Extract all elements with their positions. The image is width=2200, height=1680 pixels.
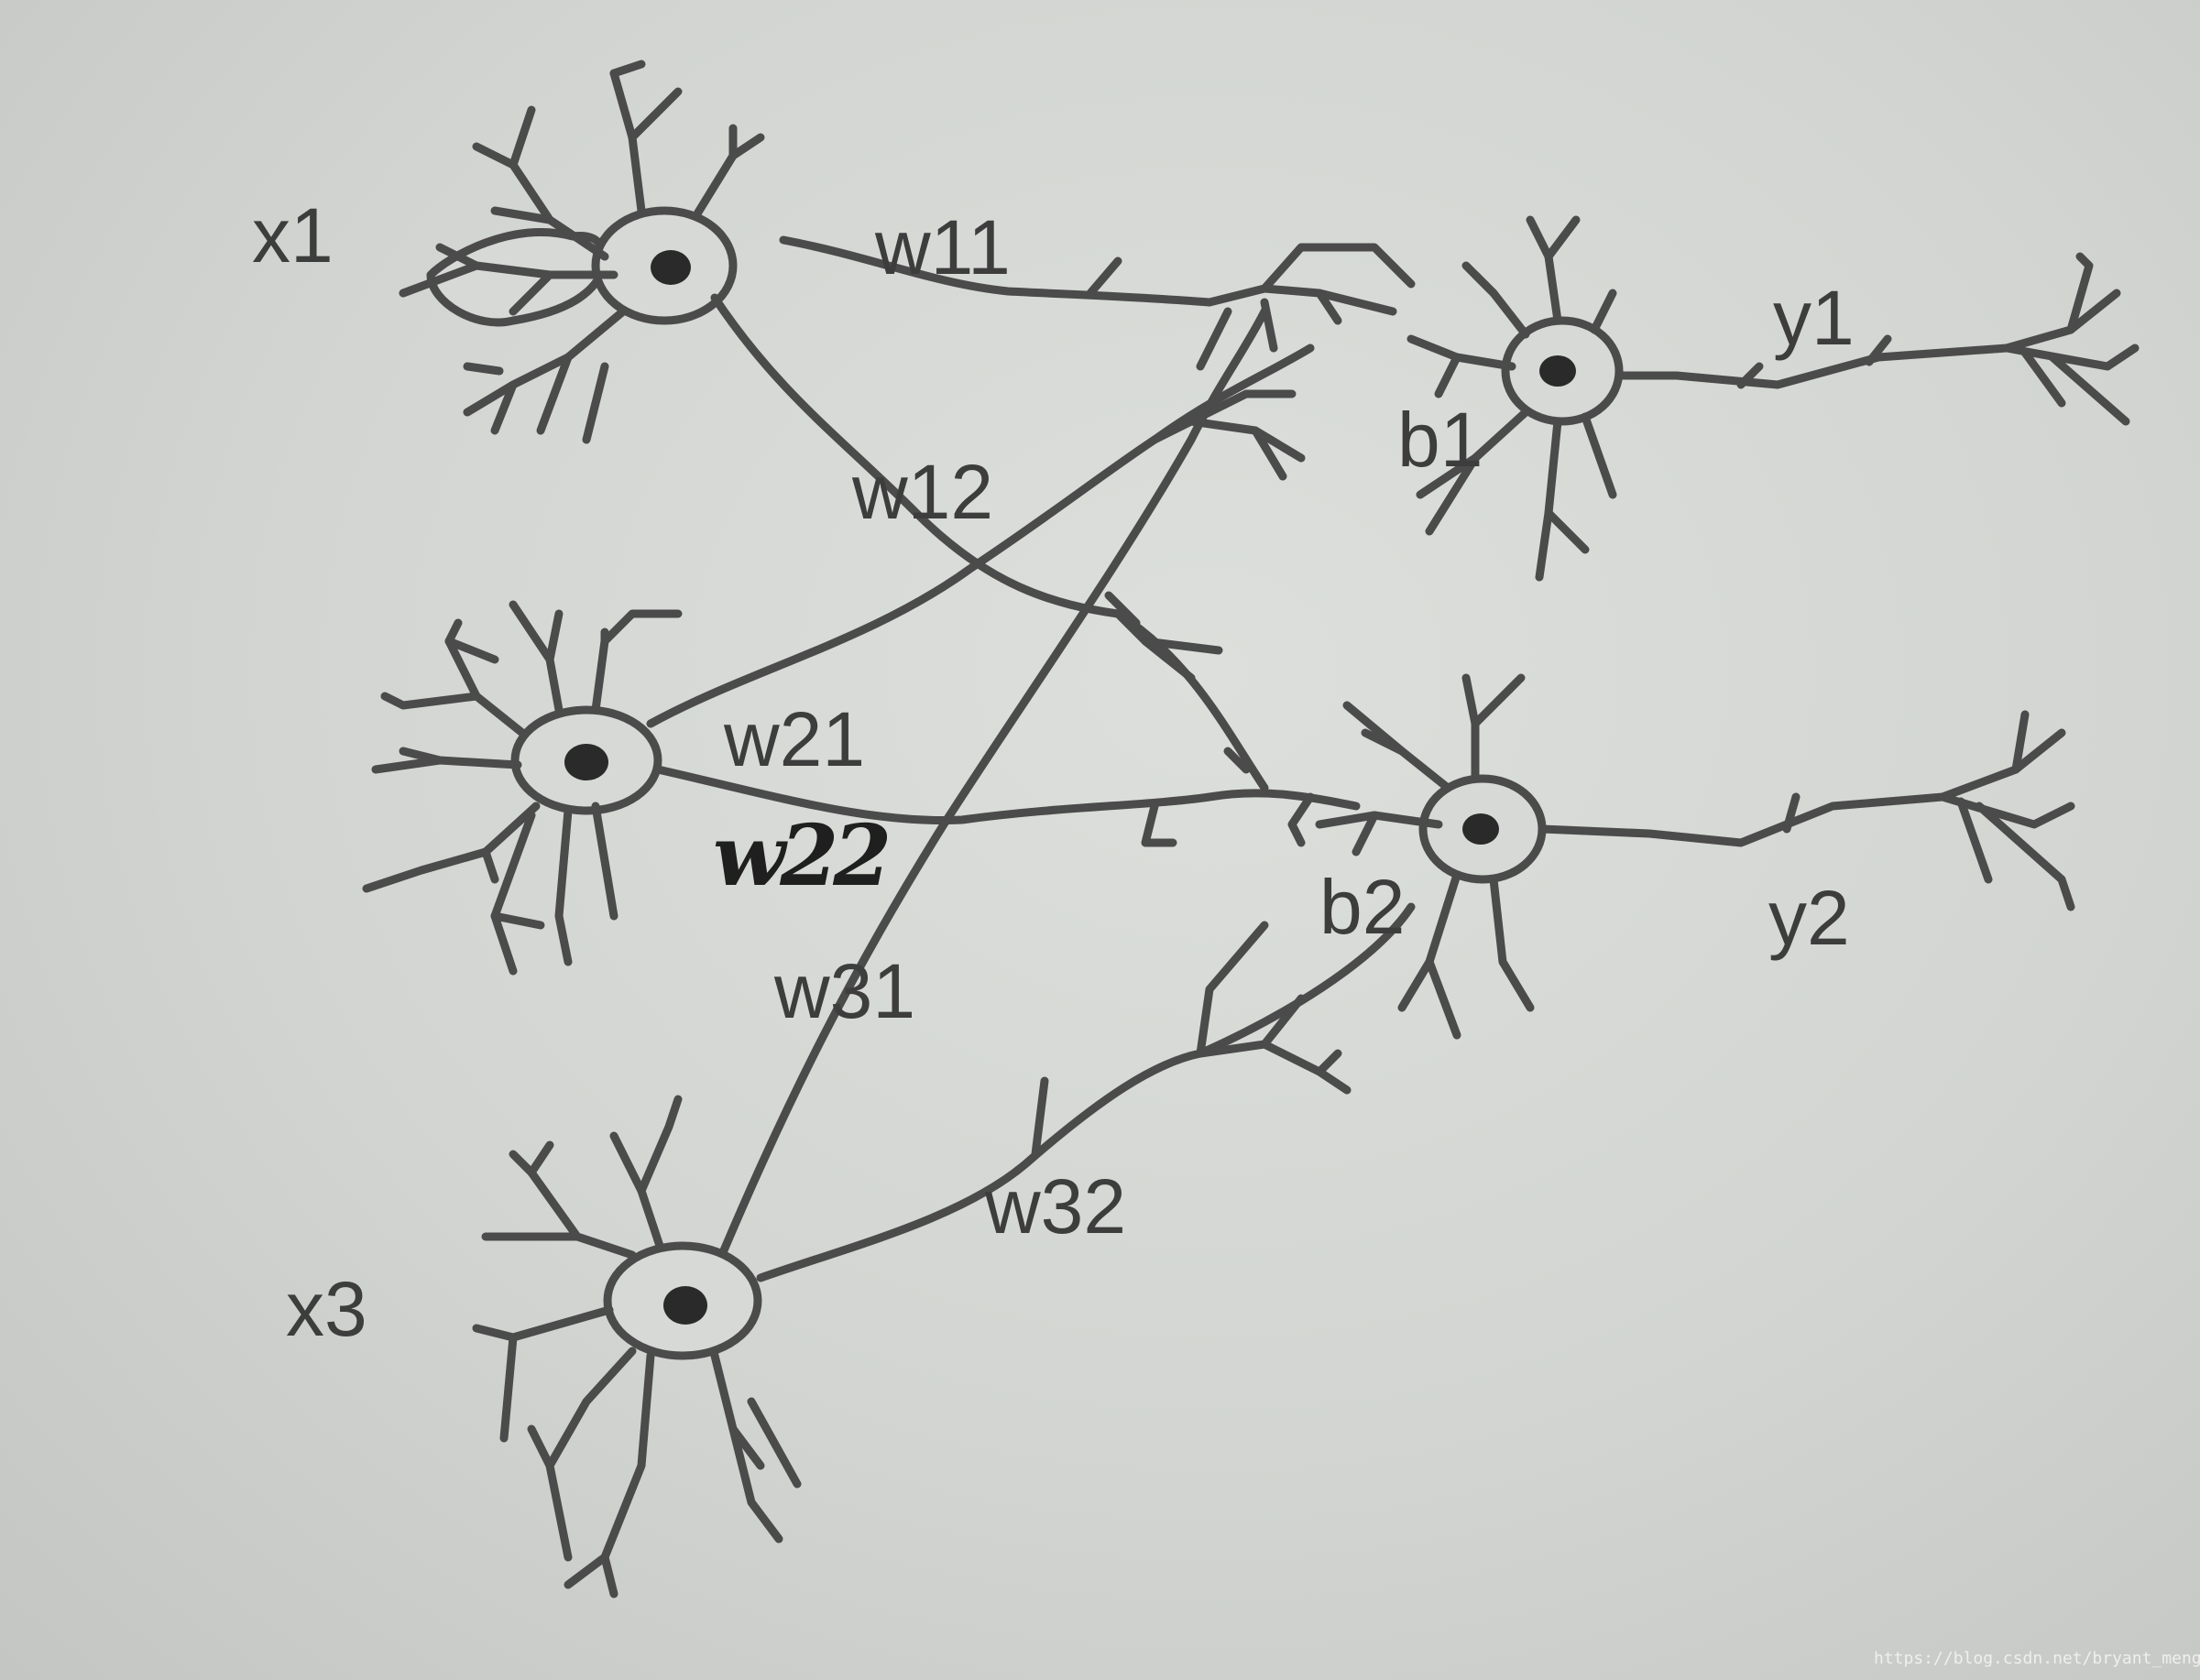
- label-b1: b1: [1397, 397, 1483, 483]
- edge-w21: [646, 344, 1315, 728]
- label-x3: x3: [286, 1266, 367, 1352]
- edge-w31: [719, 307, 1269, 1255]
- neuron-x3: [472, 1095, 802, 1598]
- label-w22-handwritten: w22: [713, 806, 892, 905]
- label-w31: w31: [774, 948, 916, 1034]
- watermark-url: https://blog.csdn.net/bryant_meng: [1874, 1649, 2200, 1668]
- edge-w12: [710, 293, 1269, 792]
- edge-w11: [779, 235, 1214, 307]
- label-w11: w11: [875, 204, 1011, 290]
- neuron-y1: [1406, 215, 2140, 582]
- label-y2: y2: [1768, 875, 1850, 961]
- label-w32: w32: [985, 1163, 1127, 1249]
- label-b2: b2: [1319, 864, 1406, 950]
- neuron-x1: [399, 60, 765, 444]
- label-w21: w21: [724, 696, 866, 782]
- label-x1: x1: [252, 192, 334, 278]
- edge-w22: [653, 765, 1361, 825]
- label-w12: w12: [852, 449, 994, 535]
- neuron-x2: [362, 600, 683, 976]
- edge-w32: [756, 902, 1416, 1282]
- label-y1: y1: [1773, 275, 1855, 361]
- neuron-y2: [1315, 673, 2075, 1040]
